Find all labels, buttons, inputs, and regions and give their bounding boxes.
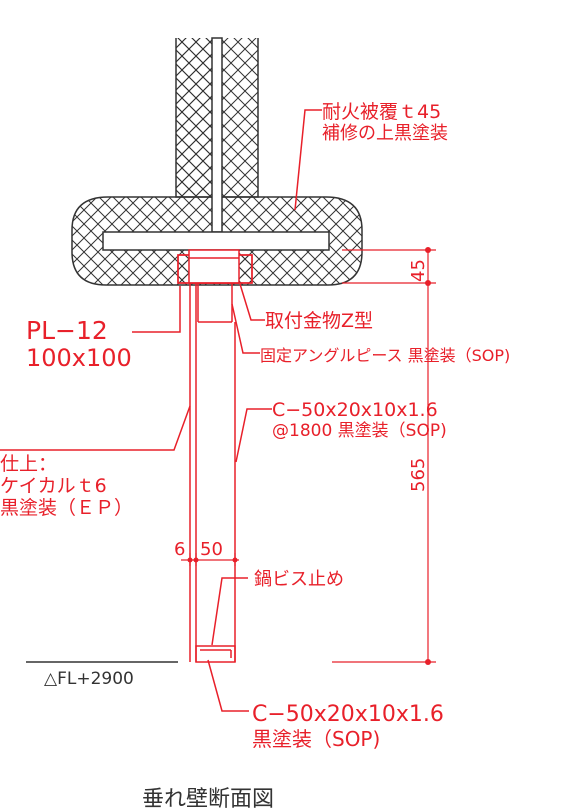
screw-label: 鍋ビス止め: [254, 569, 344, 590]
dim-board: 6: [174, 539, 185, 560]
fireproof-label-2: 補修の上黒塗装: [322, 122, 448, 144]
level-label: △FL+2900: [44, 669, 134, 689]
channel-lower-label-1: C−50x20x10x1.6: [252, 702, 444, 727]
plate-label-2: 100x100: [26, 344, 132, 372]
bracket-label: 取付金物Z型: [265, 310, 373, 332]
dimension-dots: [187, 247, 431, 665]
finish-label-1: 仕上：: [0, 453, 57, 475]
z-bracket: [188, 249, 240, 284]
hanging-wall: [177, 249, 253, 663]
channel-upper-label-1: C−50x20x10x1.6: [272, 399, 438, 421]
finish-label-2: ケイカルｔ6: [0, 475, 107, 497]
drawing-title: 垂れ壁断面図: [142, 787, 274, 809]
fireproof-label-1: 耐火被覆ｔ45: [322, 101, 441, 123]
bottom-channel: [195, 645, 236, 663]
leaders: [0, 109, 322, 712]
angle-label: 固定アングルピース 黒塗装（SOP): [260, 346, 510, 365]
dim-top: 45: [408, 259, 429, 282]
plate-label-1: PL−12: [26, 316, 108, 345]
beam-web: [211, 37, 223, 233]
dim-stud: 50: [200, 539, 223, 560]
level-mark: △FL+2900: [26, 661, 178, 689]
channel-upper-label-2: @1800 黒塗装（SOP): [272, 420, 447, 441]
beam-flange: [102, 231, 330, 251]
finish-label-3: 黒塗装（ＥＰ）: [0, 496, 133, 519]
steel-beam: [71, 37, 363, 286]
annotation-texts: 耐火被覆ｔ45 補修の上黒塗装 PL−12 100x100 取付金物Z型 固定ア…: [0, 101, 510, 751]
channel-lower-label-2: 黒塗装（SOP): [252, 727, 380, 751]
dim-height: 565: [408, 458, 429, 492]
